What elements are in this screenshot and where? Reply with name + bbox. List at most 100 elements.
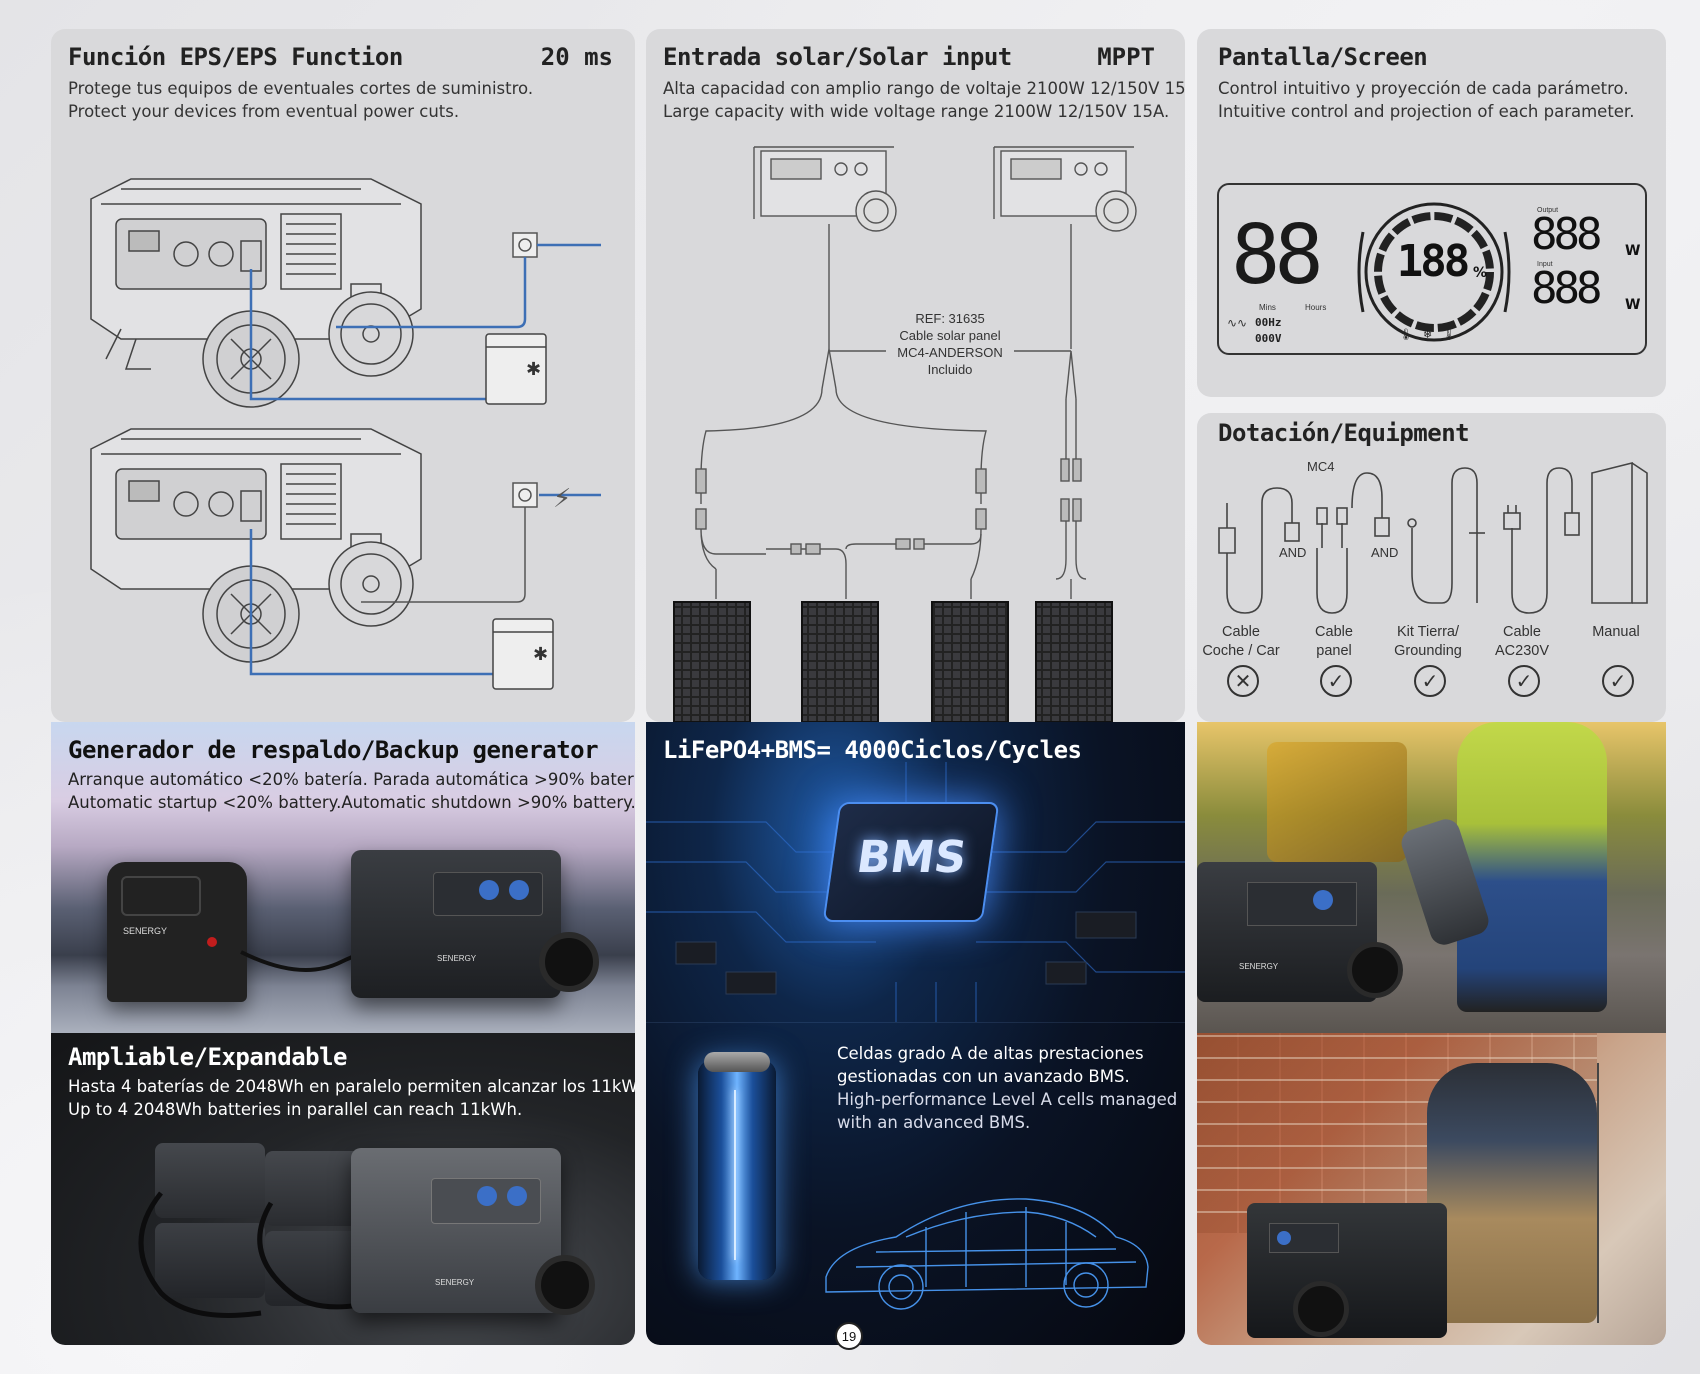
- solar-generator-left: [753, 146, 897, 232]
- expandable-title: Ampliable/Expandable: [68, 1043, 347, 1071]
- eps-description-es: Protege tus equipos de eventuales cortes…: [68, 79, 534, 98]
- lifepo4-title: LiFePO4+BMS= 4000Ciclos/Cycles: [663, 736, 1082, 764]
- lcd-input-unit: W: [1625, 297, 1641, 313]
- power-station-brand: SENERGY: [437, 954, 477, 963]
- solar-panel-1: [673, 601, 751, 722]
- svg-text:✱: ✱: [533, 644, 548, 665]
- power-station-image: SENERGY: [351, 850, 561, 998]
- eps-title: Función EPS/EPS Function: [68, 43, 403, 71]
- screen-title: Pantalla/Screen: [1218, 43, 1428, 71]
- included-check-icon: ✓: [1508, 665, 1540, 697]
- eps-panel: Función EPS/EPS Function 20 ms Protege t…: [51, 29, 635, 722]
- lifepo4-description-en-1: High-performance Level A cells managed: [837, 1090, 1178, 1109]
- eps-generator-illustration-bottom: ⚡ ✱: [90, 428, 601, 690]
- and-label-2: AND: [1371, 545, 1398, 560]
- wireframe-car-graphic: [825, 1198, 1149, 1310]
- included-check-icon: ✓: [1602, 665, 1634, 697]
- lifepo4-description-es-2: gestionadas con un avanzado BMS.: [837, 1067, 1130, 1086]
- power-station-wheel: [539, 932, 599, 992]
- included-check-icon: ✓: [1320, 665, 1352, 697]
- backup-description-en: Automatic startup <20% battery.Automatic…: [68, 793, 635, 812]
- inverter-generator-image: SENERGY: [107, 862, 247, 1002]
- included-check-icon: ✓: [1414, 665, 1446, 697]
- and-label-1: AND: [1279, 545, 1306, 560]
- backup-title: Generador de respaldo/Backup generator: [68, 736, 599, 764]
- lcd-battery-percent: 188: [1396, 236, 1470, 287]
- solar-ref-line-1: REF: 31635: [915, 311, 984, 326]
- screen-description-en: Intuitive control and projection of each…: [1218, 102, 1635, 121]
- solar-description-es: Alta capacidad con amplio rango de volta…: [663, 79, 1185, 98]
- solar-wiring-diagram: REF: 31635 Cable solar panel MC4-ANDERSO…: [673, 146, 1137, 722]
- lcd-time-digits: 88: [1231, 208, 1324, 303]
- lcd-input-digits: 888: [1531, 263, 1603, 314]
- photo-power-station: SENERGY: [1197, 862, 1377, 1002]
- solar-ref-line-2: Cable solar panel: [899, 328, 1000, 343]
- expandable-brand: SENERGY: [435, 1278, 475, 1287]
- eps-generator-illustration-top: ✱: [90, 178, 601, 408]
- photo2-power-station-wheel: [1293, 1281, 1349, 1337]
- equipment-item-grounding-kit: Kit Tierra/Grounding: [1394, 624, 1462, 659]
- lcd-output-unit: W: [1625, 243, 1641, 259]
- backup-description-es: Arranque automático <20% batería. Parada…: [68, 770, 635, 789]
- solar-panel-3: [931, 601, 1009, 722]
- lcd-output-digits: 888: [1531, 209, 1603, 260]
- solar-description-en: Large capacity with wide voltage range 2…: [663, 102, 1170, 121]
- lcd-battery-ring: [1357, 202, 1511, 342]
- solar-panel-4: [1035, 601, 1113, 722]
- electrician-worker-photo: [1197, 1033, 1666, 1345]
- solar-panel-2: [801, 601, 879, 722]
- expandable-power-station-image: SENERGY: [351, 1148, 561, 1313]
- solar-generator-right: [993, 146, 1137, 232]
- not-included-icon: ✕: [1227, 665, 1259, 697]
- solar-title: Entrada solar/Solar input: [663, 43, 1012, 71]
- solar-ref-line-3: MC4-ANDERSON: [897, 345, 1002, 360]
- expandable-description-es: Hasta 4 baterías de 2048Wh en paralelo p…: [68, 1077, 635, 1096]
- electrician-figure: [1427, 1063, 1597, 1323]
- battery-pack-1: [155, 1143, 265, 1218]
- svg-text:✱: ✱: [526, 359, 541, 380]
- battery-cell-image: [698, 1052, 776, 1280]
- lcd-display: 88 Mins Hours ∿∿ 00Hz 000V 188 % 🌡❄🌡 Out…: [1217, 183, 1647, 355]
- lifepo4-panel: LiFePO4+BMS= 4000Ciclos/Cycles BMS Celda…: [646, 722, 1185, 1345]
- equipment-title: Dotación/Equipment: [1218, 419, 1470, 447]
- circuit-board-graphic: [646, 762, 1185, 1022]
- equipment-panel: Dotación/Equipment MC4 A: [1197, 413, 1666, 722]
- solar-mppt-badge: MPPT: [1097, 43, 1155, 71]
- page-number: 19: [835, 1322, 863, 1350]
- lifepo4-description-es-1: Celdas grado A de altas prestaciones: [837, 1044, 1144, 1063]
- screen-description-es: Control intuitivo y proyección de cada p…: [1218, 79, 1629, 98]
- lcd-hours-label: Hours: [1305, 303, 1327, 312]
- expandable-description-en: Up to 4 2048Wh batteries in parallel can…: [68, 1100, 523, 1119]
- expandable-panel: Ampliable/Expandable Hasta 4 baterías de…: [51, 1033, 635, 1345]
- bms-chip: BMS: [822, 802, 1000, 922]
- eps-response-time: 20 ms: [540, 43, 613, 71]
- battery-pack-3: [155, 1223, 265, 1298]
- eps-description-en: Protect your devices from eventual power…: [68, 102, 460, 121]
- lcd-frequency: 00Hz: [1255, 316, 1282, 329]
- lcd-mins-label: Mins: [1259, 303, 1276, 312]
- lifepo4-description-en-2: with an advanced BMS.: [837, 1113, 1031, 1132]
- mc4-label: MC4: [1307, 459, 1334, 474]
- backup-generator-panel: Generador de respaldo/Backup generator A…: [51, 722, 635, 1033]
- photo-power-station-wheel: [1347, 942, 1403, 998]
- lifepo4-divider: [646, 1022, 1185, 1023]
- equipment-item-manual: Manual: [1592, 624, 1640, 640]
- solar-panels: [673, 601, 1113, 722]
- solar-panel: Entrada solar/Solar input MPPT Alta capa…: [646, 29, 1185, 722]
- bms-chip-label: BMS: [853, 832, 970, 883]
- construction-worker-photo: SENERGY: [1197, 722, 1666, 1033]
- lcd-percent-sign: %: [1473, 265, 1488, 281]
- wave-icon: ∿∿: [1227, 316, 1248, 330]
- inverter-brand: SENERGY: [123, 926, 168, 936]
- screen-panel: Pantalla/Screen Control intuitivo y proy…: [1197, 29, 1666, 397]
- lcd-output-label: Output: [1537, 207, 1559, 214]
- lcd-status-icons: 🌡❄🌡: [1399, 328, 1467, 341]
- excavator-background: [1267, 742, 1407, 862]
- lcd-voltage: 000V: [1255, 332, 1282, 345]
- photo-power-station-brand: SENERGY: [1239, 962, 1279, 971]
- lcd-input-label: Input: [1537, 261, 1553, 268]
- svg-text:⚡: ⚡: [553, 484, 571, 514]
